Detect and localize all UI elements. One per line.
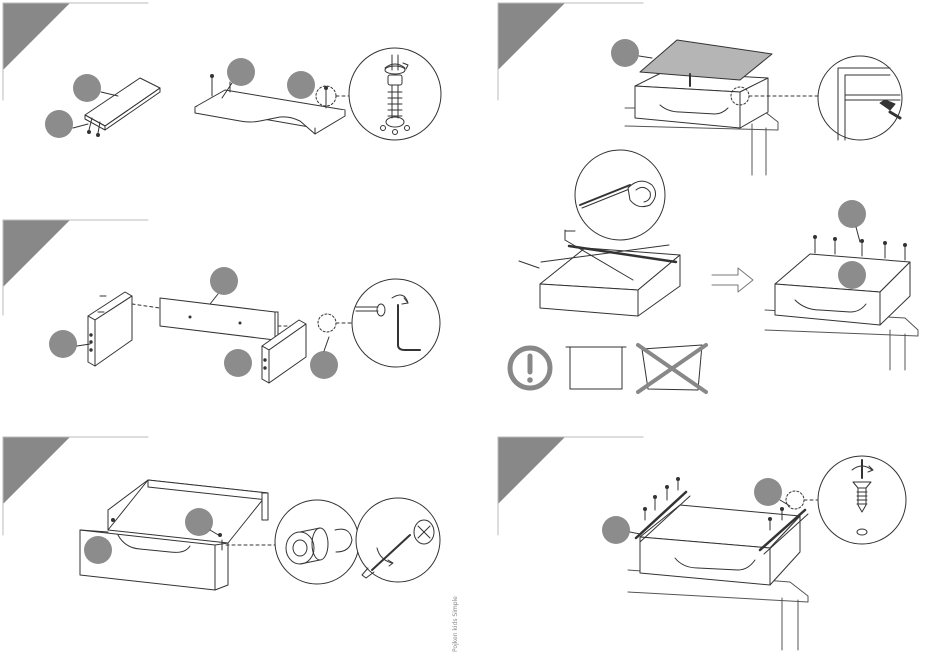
step-6-panel: [498, 437, 906, 650]
step-4-panel: [498, 3, 902, 175]
assembled-drawer-box: [80, 480, 268, 590]
callout-badge: [49, 330, 77, 358]
groove-detail-circle: [818, 56, 902, 140]
step-1-panel: [3, 3, 441, 140]
back-board-part: [195, 75, 345, 135]
incorrect-skewed-shape: [638, 345, 706, 392]
callout-badge: [287, 71, 315, 99]
callout-badge: [754, 478, 782, 506]
step-3-badge: [3, 437, 70, 504]
callout-badge: [224, 349, 252, 377]
step-2-badge: [3, 220, 70, 287]
callout-badge: [310, 351, 338, 379]
back-panel-part: [160, 298, 278, 340]
left-side-panel-part: [88, 292, 132, 366]
drawer-with-runners: [636, 478, 808, 586]
step-2-panel: [3, 220, 440, 383]
step-3-panel: [3, 437, 440, 590]
screw-detail-circle: [818, 456, 906, 544]
callout-badge: [185, 508, 213, 536]
step-1-badge: [3, 3, 70, 70]
callout-badge: [838, 261, 866, 289]
brand-credit-text: Pojken kids Simple: [452, 596, 459, 652]
correct-square-shape: [566, 347, 626, 389]
step-6-badge: [498, 437, 565, 504]
diagonal-measured-drawer: [519, 230, 680, 316]
callout-badge: [73, 74, 101, 102]
callout-badge: [227, 58, 255, 86]
step-5-panel: [510, 150, 918, 392]
allen-key-detail-circle: [352, 279, 440, 367]
callout-badge: [611, 39, 639, 67]
exclamation-warning-icon: [510, 348, 550, 388]
measuring-tape-detail-circle: [575, 150, 665, 240]
callout-badge: [84, 536, 112, 564]
screwdriver-detail-circle: [356, 498, 440, 582]
callout-badge: [602, 516, 630, 544]
callout-badge: [210, 267, 238, 295]
step-4-badge: [498, 3, 565, 70]
cam-lock-detail-circle: [275, 500, 359, 584]
dowel-detail-circle: [349, 48, 441, 140]
arrow-right-icon: [712, 268, 753, 292]
callout-badge: [45, 110, 73, 138]
callout-badge: [838, 200, 866, 228]
